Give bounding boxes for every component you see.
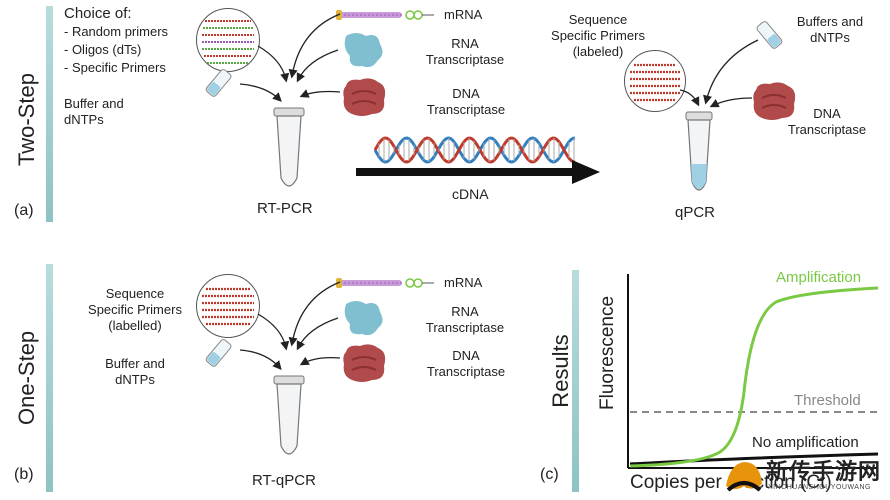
rt-qpcr-label: RT-qPCR — [252, 472, 316, 489]
watermark-text: 新传手游网 — [766, 459, 882, 484]
cdna-label: cDNA — [452, 186, 489, 202]
primer-mix-icon — [202, 20, 254, 64]
two-step-side-bar — [46, 6, 53, 222]
one-step-title: One-Step — [14, 330, 39, 425]
mrna-label-a: mRNA — [444, 7, 483, 22]
input-arrows-b — [239, 281, 341, 370]
one-step-side-bar — [46, 264, 53, 492]
panel-label-a: (a) — [14, 202, 34, 219]
no-amplification-curve — [629, 452, 879, 466]
dna-helix-icon — [373, 136, 576, 164]
choice-heading: Choice of: — [64, 5, 132, 22]
results-plot — [627, 274, 879, 469]
specific-primer-icon-one-step — [202, 287, 254, 326]
y-axis-label: Fluorescence — [597, 295, 618, 410]
results-side-bar — [572, 270, 579, 492]
qpcr-label: qPCR — [675, 204, 716, 221]
choice-random-primers: - Random primers — [64, 24, 169, 39]
primer-mix-circle — [196, 8, 260, 72]
rna-transcriptase-icon-b — [344, 301, 383, 336]
panel-label-c: (c) — [540, 466, 559, 483]
rt-pcr-tube-icon — [273, 107, 305, 187]
dna-transcriptase-icon-a — [343, 78, 386, 116]
choice-specific-primers: - Specific Primers — [64, 60, 166, 75]
qpcr-tube-icon — [685, 111, 713, 191]
rt-qpcr-tube-icon — [273, 375, 305, 455]
input-arrows-qpcr — [679, 39, 759, 108]
amplification-label: Amplification — [776, 269, 862, 286]
buffer-tube-icon-a — [205, 69, 232, 97]
qpcr-primer-circle — [624, 50, 686, 112]
panel-label-b: (b) — [14, 466, 34, 483]
buffer-tube-icon-b — [205, 339, 232, 367]
input-arrows-a — [239, 13, 341, 102]
two-step-title: Two-Step — [14, 73, 39, 166]
threshold-label: Threshold — [794, 392, 861, 409]
specific-primer-icon-qpcr — [630, 63, 680, 102]
dna-transcriptase-icon-qpcr — [753, 82, 796, 120]
rt-pcr-label: RT-PCR — [257, 200, 313, 217]
no-amplification-label: No amplification — [752, 434, 859, 451]
buffer-tube-icon-qpcr — [756, 21, 783, 49]
rna-transcriptase-icon-a — [344, 33, 383, 68]
dna-transcriptase-icon-b — [343, 344, 386, 382]
mrna-label-b: mRNA — [444, 275, 483, 290]
amplification-curve — [629, 286, 879, 468]
watermark-sub: XINCHUANSHOUYOUWANG — [768, 484, 871, 491]
watermark: 新传手游网 XINCHUANSHOUYOUWANG — [722, 452, 886, 498]
mrna-icon-b — [336, 278, 434, 288]
cdna-arrow — [356, 160, 600, 184]
choice-oligos: - Oligos (dTs) — [64, 42, 142, 57]
one-step-primer-circle — [196, 274, 260, 338]
results-title: Results — [548, 334, 573, 408]
